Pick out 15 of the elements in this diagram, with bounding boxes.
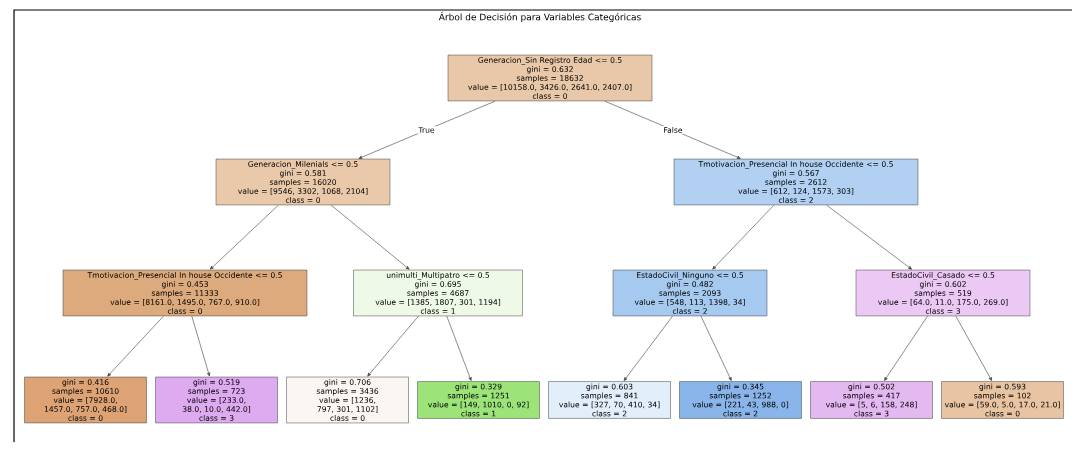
arrow	[700, 315, 732, 381]
chart-title: Árbol de Decisión para Variables Categóricas	[438, 11, 641, 23]
arrow	[107, 315, 164, 377]
arrow	[884, 315, 928, 381]
arrow	[358, 100, 496, 159]
arrow	[623, 315, 673, 381]
arrow	[604, 100, 741, 159]
arrow	[191, 315, 211, 377]
arrow	[826, 204, 912, 270]
arrow	[209, 204, 279, 270]
arrow	[955, 315, 992, 381]
arrow	[330, 204, 410, 270]
arrow	[367, 315, 419, 377]
arrow	[712, 204, 775, 270]
arrow	[446, 315, 472, 381]
